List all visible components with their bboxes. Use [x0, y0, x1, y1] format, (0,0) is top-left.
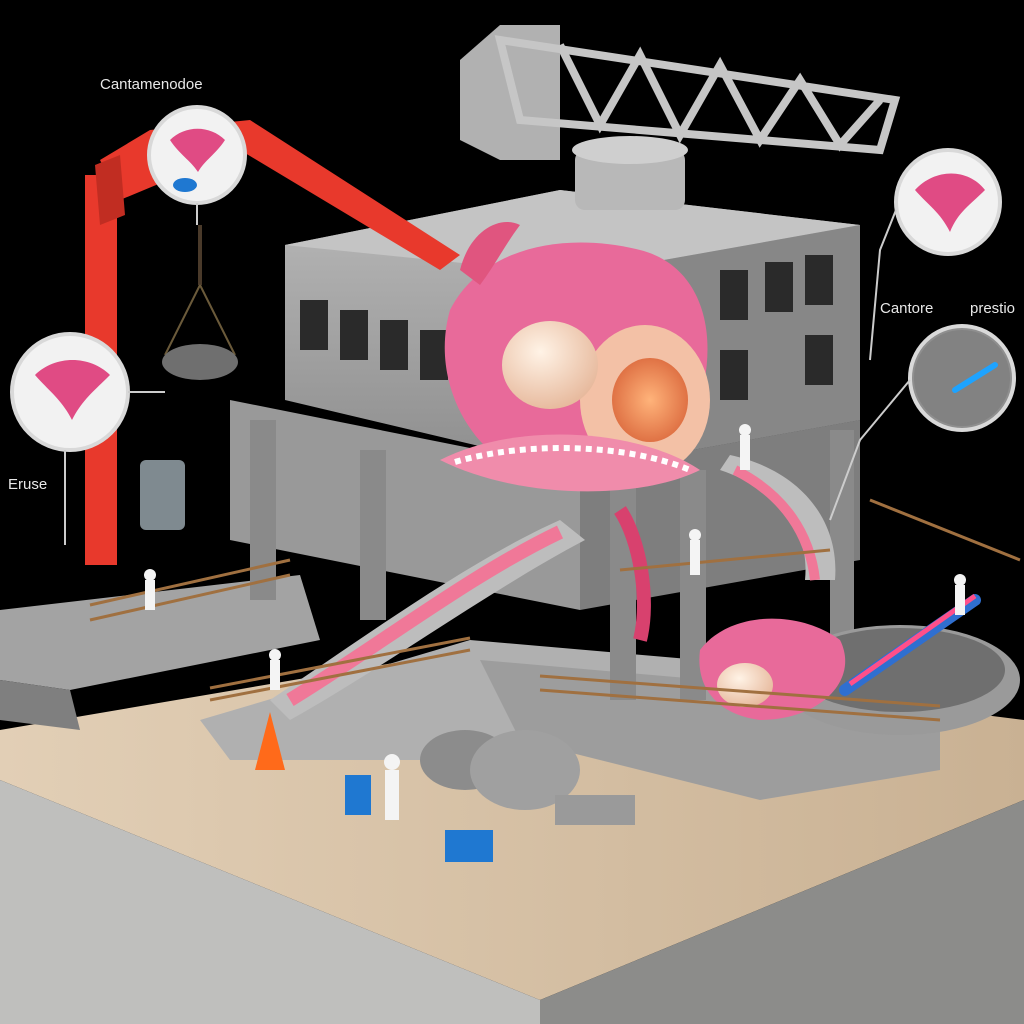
- callout-uterus-left: [10, 332, 165, 452]
- storage-tanks: [140, 460, 635, 862]
- callout-uterus-top: [147, 105, 247, 225]
- gray-truss-crane: [460, 25, 901, 210]
- railings: [89, 498, 1021, 722]
- callout-label-top: Cantamenodoe: [100, 76, 203, 93]
- callout-label-right-a: Cantore: [880, 300, 934, 317]
- callout-label-right-b: prestio: [970, 300, 1016, 317]
- callout-label-left: Eruse: [8, 476, 48, 493]
- callout-gravel: [829, 324, 1016, 521]
- pink-tissue-structure: [440, 222, 710, 642]
- callout-uterus-right: [869, 148, 1002, 361]
- workers: [144, 424, 966, 820]
